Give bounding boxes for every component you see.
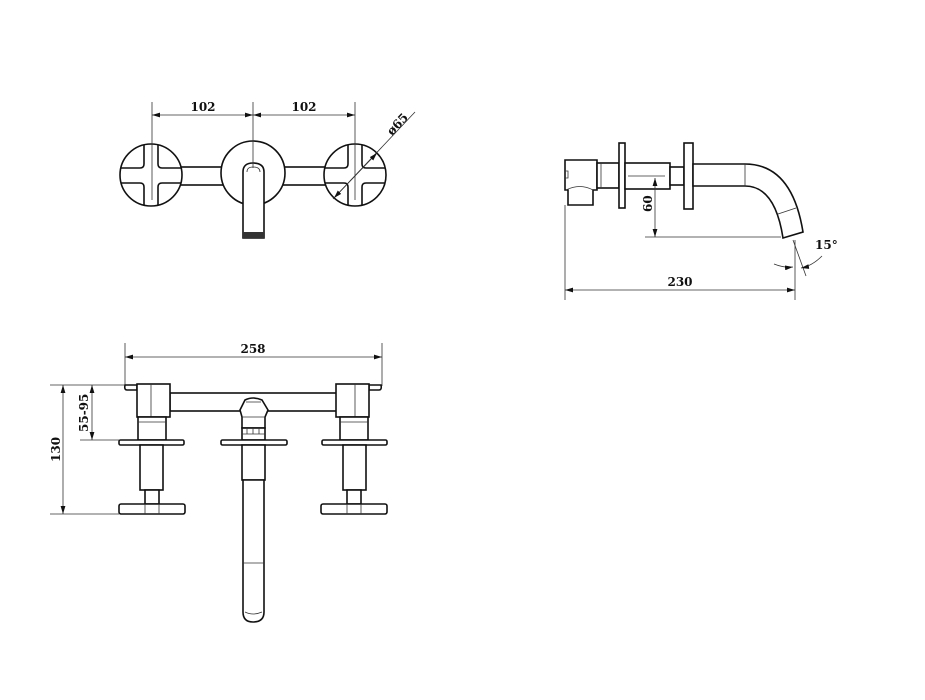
front-view: 258 [49,342,388,623]
curved-spout [692,163,804,240]
side-handle [683,142,694,210]
wall-flange [618,142,626,209]
valve-body [564,159,598,206]
spout-outlet [243,232,264,238]
left-valve [118,383,186,515]
dim-label-projection: 230 [667,275,692,289]
valve-coupling [596,162,620,189]
right-valve [320,383,388,515]
dim-label-overall-height: 130 [49,437,63,462]
dim-label-spout-height: 60 [641,195,655,212]
dim-label-diameter: ø65 [384,110,411,138]
dim-label-spacing-right: 102 [291,100,316,114]
dim-label-spacing-left: 102 [190,100,215,114]
spout-top [242,162,265,239]
dim-label-wall-depth: 55-95 [77,394,91,432]
top-view: 102 102 ø65 [119,100,416,239]
center-spout [220,397,288,623]
dim-label-spout-angle: 15° [815,238,838,252]
left-cross-handle [119,143,183,207]
dim-label-overall-width: 258 [240,342,265,356]
side-view: 60 230 15° [564,142,838,300]
